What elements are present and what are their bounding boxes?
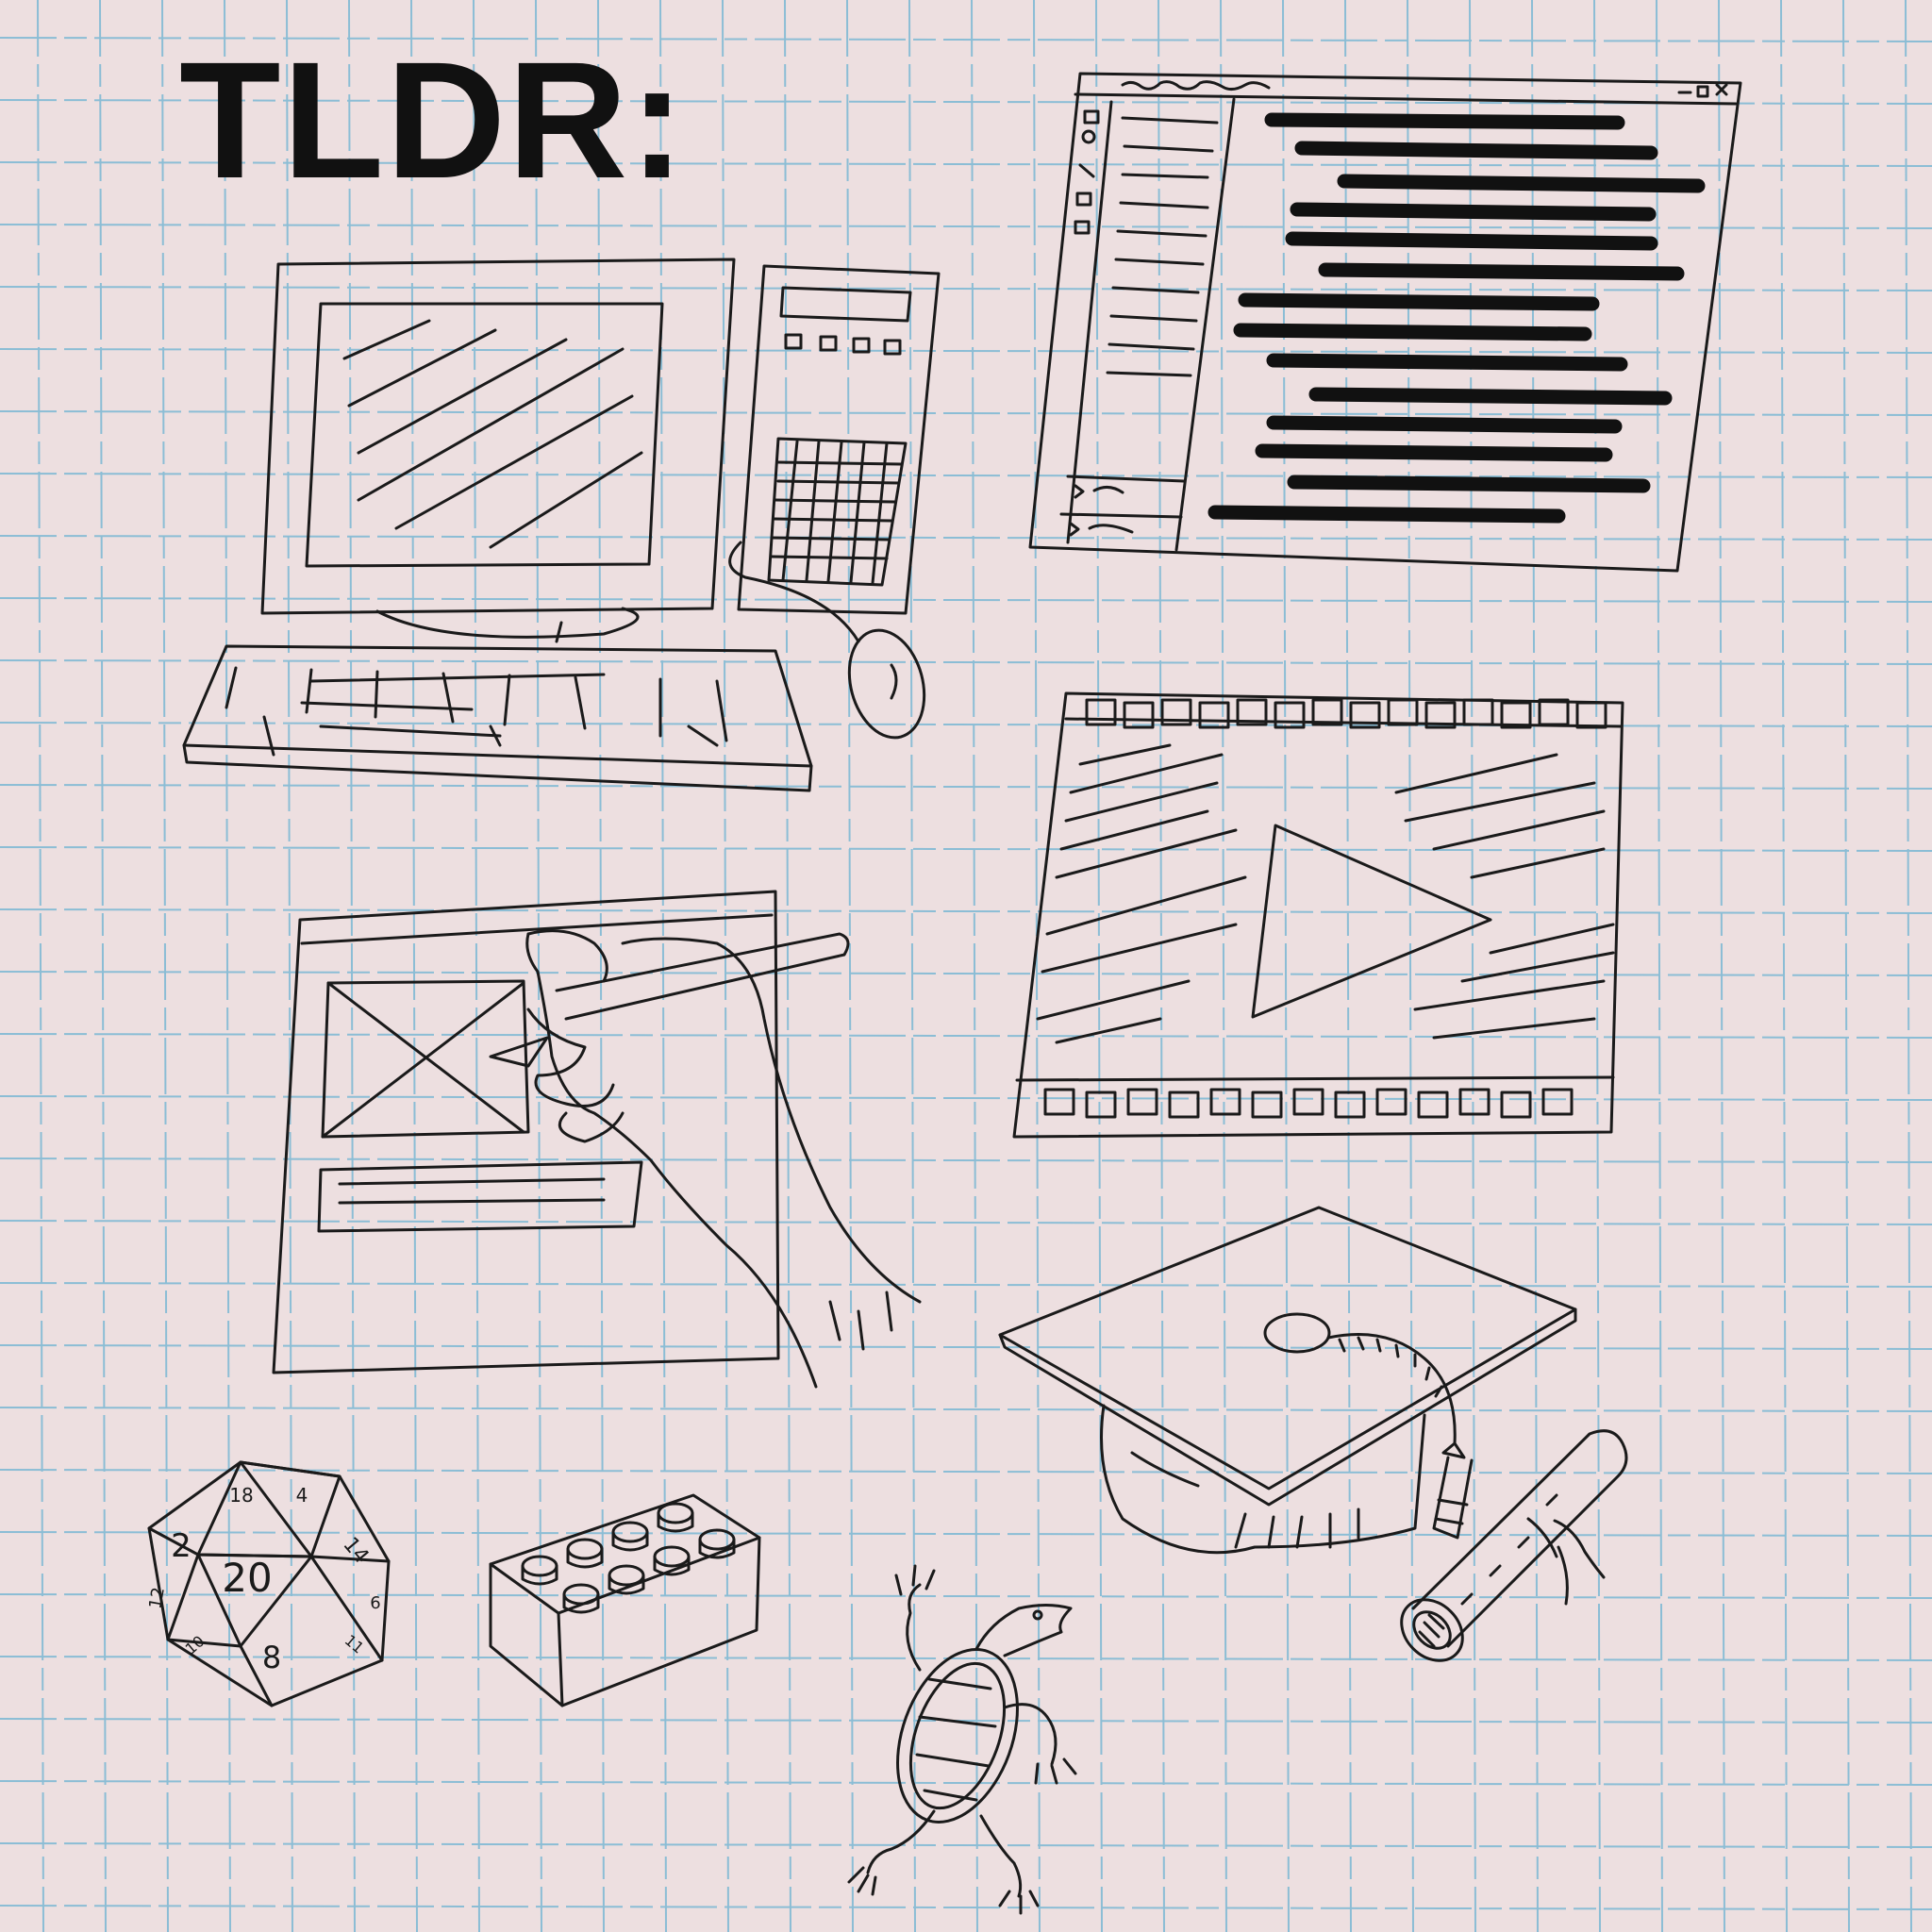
d20-face-4: 4 xyxy=(296,1484,308,1507)
turtle-icon xyxy=(847,1564,1077,1915)
desktop-computer-icon xyxy=(182,258,941,792)
d20-face-18: 18 xyxy=(229,1484,253,1507)
code-lines xyxy=(1208,112,1706,524)
code-editor-window-icon xyxy=(1028,72,1742,573)
d20-face-8: 8 xyxy=(262,1640,281,1675)
d20-face-14: 14 xyxy=(338,1533,373,1569)
d20-die-icon: 20 2 18 4 14 8 6 12 10 11 xyxy=(145,1460,391,1707)
graduation-cap-icon xyxy=(998,1206,1577,1555)
diploma-scroll-icon xyxy=(1400,1429,1628,1662)
d20-face-2: 2 xyxy=(171,1527,192,1565)
d20-face-12: 12 xyxy=(145,1586,169,1610)
page-title: TLDR: xyxy=(179,28,687,213)
hand-drawing-tablet-icon xyxy=(272,890,922,1389)
d20-face-10: 10 xyxy=(182,1632,208,1658)
d20-face-6: 6 xyxy=(370,1593,380,1613)
d20-face-20: 20 xyxy=(222,1555,272,1601)
toy-brick-icon xyxy=(489,1493,761,1707)
video-player-icon xyxy=(1012,691,1624,1139)
